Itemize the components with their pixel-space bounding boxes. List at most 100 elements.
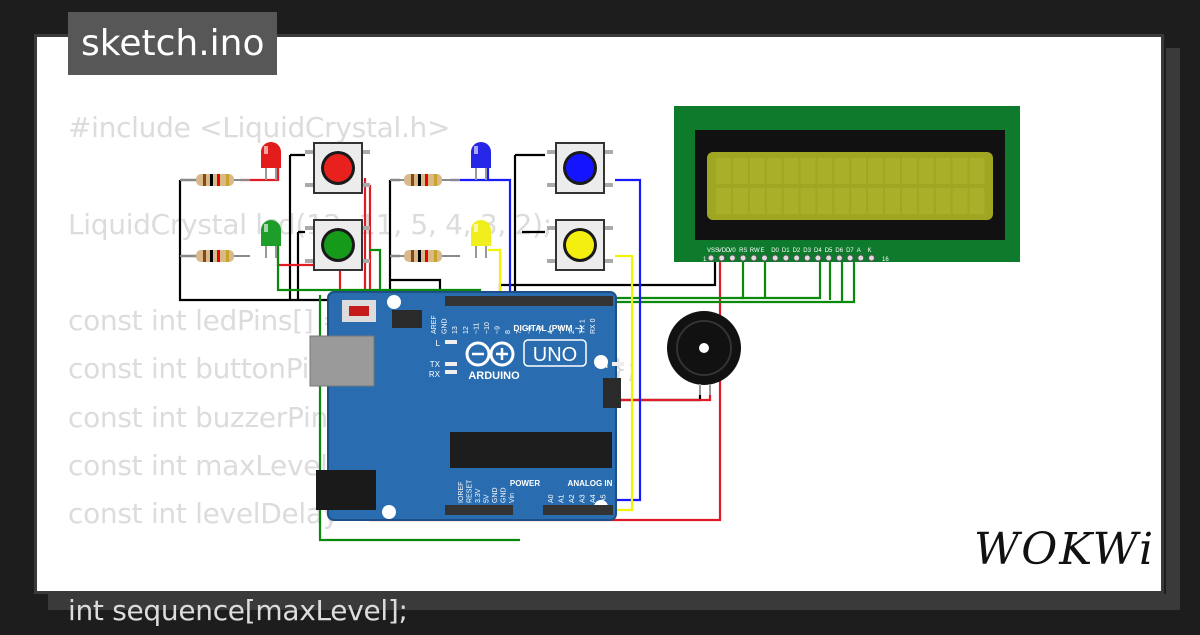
arduino-logo-icon [465,341,515,367]
lcd-cell [834,188,850,214]
lcd-pin-label: D5 [825,248,833,254]
lcd-cell [851,188,867,214]
lcd-cell [716,158,731,184]
power-header [445,505,513,515]
digital-pin-label: 8 [505,330,512,334]
lcd-pin [771,254,779,262]
lcd-cell [952,158,968,184]
power-pin-label: RESET [467,479,474,503]
wire-gnd-blue-btn [513,153,545,300]
lcd-pin-label: V0 [728,248,736,254]
power-pin-label: 5V [484,494,491,503]
wokwi-logo: WOKWi [974,524,1156,575]
lcd-cell [935,158,951,184]
resistor-4 [390,250,460,262]
lcd-pin [782,254,790,262]
analog-pin-label: A2 [569,494,576,503]
digital-pin-label: 4 [548,330,555,334]
lcd-cell [817,188,833,214]
lcd-pin [868,254,875,262]
lcd-cell [952,188,968,214]
lcd-pin-label: D2 [793,248,801,254]
usb-port [309,335,375,387]
lcd-cell [749,158,765,184]
lcd-pin [750,254,758,262]
lcd-cell [935,188,951,214]
wire-lcd-d4 [740,258,822,300]
button-yellow[interactable] [547,219,613,271]
resistor-1 [180,174,250,186]
lcd-last-pin: 16 [882,257,889,263]
lcd-pin [707,254,715,262]
analog-label: ANALOG IN [568,479,613,488]
lcd-pin [728,254,736,262]
lcd-pin-label: D4 [814,248,822,254]
power-pin-label: Vin [509,493,516,503]
lcd-pin [793,254,801,262]
lcd-cell [800,188,816,214]
digital-pin-label: ~10 [484,322,491,334]
lcd-pin [857,254,865,262]
digital-pin-label: TX 1 [579,319,586,334]
lcd-cell [851,158,867,184]
analog-header [543,505,613,515]
button-blue[interactable] [547,142,613,194]
lcd-cell [969,158,985,184]
power-pin-label: 3.3V [475,488,482,503]
lcd-pin-label: D3 [803,248,811,254]
lcd-pin-label: E [761,248,765,254]
lcd-pin-label: A [857,248,861,254]
file-title: sketch.ino [68,12,278,75]
buzzer-icon [667,311,741,395]
on-label: ON [596,361,608,370]
arduino-uno: UNO ARDUINO DIGITAL (PWM ~) POWER ANALOG… [309,291,624,521]
digital-pin-label: ~6 [526,326,533,334]
led-yellow [471,220,491,258]
analog-pin-label: A0 [548,494,555,503]
button-green[interactable] [305,219,370,271]
code-line: int sequence[maxLevel]; [68,593,408,627]
digital-header [445,296,613,306]
lcd-cell [800,158,816,184]
digital-pin-label: 12 [463,326,470,334]
lcd-cell [901,188,917,214]
wire-gnd-left [178,180,445,302]
lcd-cell [766,158,782,184]
lcd-pin [814,254,822,262]
lcd-pin [761,254,768,262]
lcd-pin [718,254,726,262]
digital-pin-label: ~11 [473,323,480,334]
lcd-cell [783,188,799,214]
lcd-cell [732,158,748,184]
analog-pin-label: A1 [559,494,566,503]
lcd-cell [868,188,884,214]
lcd-pin-label: K [868,248,872,254]
power-jack [316,470,376,510]
button-red[interactable] [305,142,370,194]
lcd-cell [716,188,731,214]
digital-pin-label: ~9 [495,326,502,334]
lcd-cell [783,158,799,184]
analog-pin-label: A5 [601,494,608,503]
resistor-3 [390,174,460,186]
lcd-cell [732,188,748,214]
digital-pin-label: RX 0 [590,318,597,334]
power-pin-label: IOREF [458,482,465,503]
led-l-label: L [436,339,441,348]
led-green [261,220,281,258]
lcd-pin-label: D6 [835,248,843,254]
microcontroller-chip [450,432,612,468]
arduino-model: UNO [533,344,577,366]
digital-pin-label: 7 [516,330,523,334]
power-label: POWER [510,479,540,488]
digital-pin-label: ~5 [537,326,544,334]
lcd-pin-label: VSS [707,248,719,254]
lcd-pin [803,254,811,262]
lcd-pin [825,254,833,262]
digital-label: DIGITAL (PWM ~) [513,323,583,333]
lcd-pin-label: VDD [718,248,731,254]
digital-pin-label: AREF [431,315,438,334]
